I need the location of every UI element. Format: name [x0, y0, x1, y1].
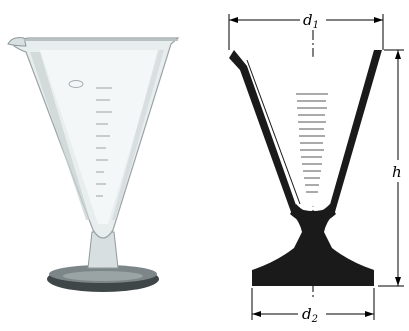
glass-profile-bottom [290, 204, 336, 226]
glass-foot-highlight [63, 271, 143, 281]
d2-arrow-right [365, 311, 374, 317]
d1-arrow-right [374, 17, 383, 23]
d1-arrow-left [229, 17, 238, 23]
drawing-graduations [296, 93, 328, 193]
h-dimension [378, 49, 404, 287]
h-label: h [392, 163, 402, 181]
glass-graduations [96, 87, 112, 197]
glass-inner-shade [40, 50, 160, 224]
glass-left-reflection [30, 52, 90, 220]
d2-label: d2 [302, 305, 318, 325]
d1-label: d1 [303, 11, 319, 31]
technical-drawing: d1 h d2 [228, 11, 404, 325]
glass-spout [7, 37, 27, 47]
h-arrow-top [395, 50, 401, 59]
glass-photo [7, 37, 180, 292]
d2-arrow-left [252, 311, 261, 317]
glass-profile [229, 50, 382, 286]
glass-logo-mark [68, 80, 84, 88]
h-arrow-bottom [395, 277, 401, 286]
glass-profile-inner-left [246, 59, 301, 205]
glass-right-reflection [112, 50, 164, 220]
